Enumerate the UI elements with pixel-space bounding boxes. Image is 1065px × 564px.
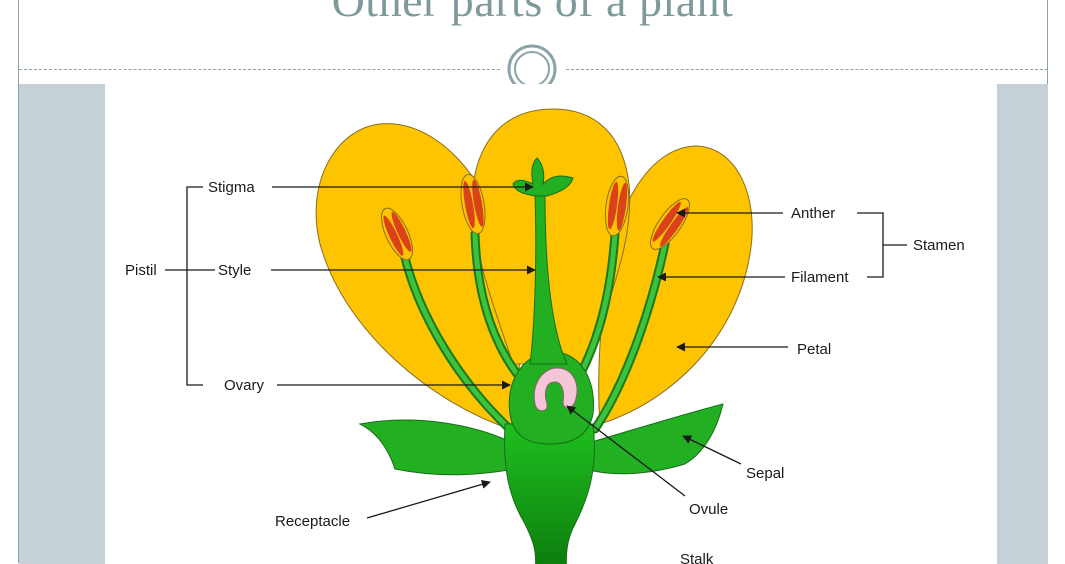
sepal-right [584,403,724,475]
slide-title: Other parts of a plant [331,0,734,26]
title-divider-left [19,69,500,70]
ovule-pointer [566,405,686,497]
filament-2-core [472,231,528,387]
flower-diagram-image: Stigma Style Pistil Ovary Anther Filamen… [105,84,997,564]
receptacle-pointer [366,479,491,519]
anther-2 [460,173,486,235]
ovary [508,351,594,445]
filament-4-core [592,241,668,432]
receptacle-stalk [504,423,595,564]
stamen-bracket [857,212,884,278]
label-style: Style [218,262,251,279]
label-stalk: Stalk [680,551,714,564]
anther-3 [604,175,630,237]
sepal-left [358,419,516,476]
label-receptacle: Receptacle [275,513,350,530]
label-filament: Filament [791,269,849,286]
sepal-pointer [682,435,742,465]
label-pistil: Pistil [125,262,157,279]
anther-1 [381,207,413,261]
label-ovary: Ovary [224,377,265,394]
filament-1-core [400,246,518,437]
flower-diagram: Stigma Style Pistil Ovary Anther Filamen… [125,108,965,564]
label-sepal: Sepal [746,465,784,482]
label-anther: Anther [791,205,835,222]
label-petal: Petal [797,341,831,358]
title-divider-right [566,69,1048,70]
label-stamen: Stamen [913,237,965,254]
label-ovule: Ovule [689,501,728,518]
ovule [533,367,578,412]
label-stigma: Stigma [208,179,255,196]
pistil-bracket [186,186,203,386]
